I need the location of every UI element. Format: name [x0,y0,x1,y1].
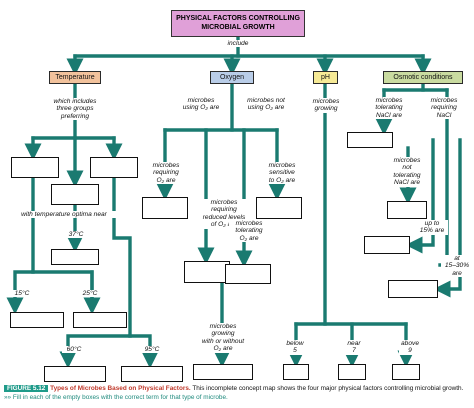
answer-box-tolerating-o2[interactable] [225,264,271,284]
answer-box-reduced-o2[interactable] [184,261,230,283]
temperature-header: Temperature [49,71,101,84]
figure-instruction: »» Fill in each of the empty boxes with … [4,393,228,401]
answer-box-temp-mid[interactable] [51,184,99,205]
answer-box-ph-near-7[interactable] [338,364,366,380]
answer-box-ph-above-9[interactable] [392,364,420,380]
figure-caption: FIGURE 5.12 Types of Microbes Based on P… [4,385,470,402]
arrow-to-15c [6,176,35,315]
osmotic-not-tolerating-label: microbes not tolerating NaCl are [385,157,429,187]
figure-number: FIGURE 5.12 [4,385,49,392]
answer-box-25c[interactable] [73,312,127,328]
ph-header: pH [313,71,338,84]
figure-title: Types of Microbes Based on Physical Fact… [50,385,191,392]
answer-box-not-tolerating-nacl[interactable] [387,201,427,219]
osmotic-up-to-15-label: up to 15% are [416,220,448,235]
temp-25-label: 25°C [78,290,102,298]
oxygen-with-without-label: microbes growing with or without O₂ are [193,323,253,353]
answer-box-60c[interactable] [44,366,106,382]
temp-95-label: 95°C [140,346,164,354]
osmotic-15-30-label: at 15–30% are [441,255,473,278]
answer-box-tolerating-nacl[interactable] [347,132,393,148]
osmotic-requiring-label: microbes requiring NaCl [424,97,464,120]
figure-text: This incomplete concept map shows the fo… [190,385,464,392]
temp-15-label: 15°C [10,290,34,298]
include-label: include [213,40,263,48]
title-box: PHYSICAL FACTORS CONTROLLING MICROBIAL G… [171,10,305,37]
arrow-nacl-up-to-15 [405,138,435,254]
answer-box-sensitive-o2[interactable] [256,197,302,219]
answer-box-temp-low[interactable] [11,157,59,178]
ph-growing-label: microbes growing [305,98,347,113]
temp-optima-label: with temperature optima near [2,211,126,219]
answer-box-95c[interactable] [121,366,183,382]
ph-below-label: below 5 [284,340,306,355]
answer-box-nacl-15-30[interactable] [388,280,438,298]
ph-near-label: near 7 [343,340,365,355]
oxygen-sensitive-label: microbes sensitive to O₂ are [262,162,302,185]
answer-box-15c[interactable] [10,312,64,328]
osmotic-conditions-header: Osmotic conditions [383,71,463,84]
arrow-to-60c [59,176,132,369]
oxygen-not-using-label: microbes not using O₂ are [240,97,292,112]
osmotic-tolerating-label: microbes tolerating NaCl are [367,97,411,120]
temp-37-label: 37°C [64,231,88,239]
answer-box-ph-below-5[interactable] [283,364,309,380]
answer-box-37c[interactable] [51,249,99,265]
oxygen-tolerating-label: microbes tolerating O₂ are [229,220,269,243]
oxygen-header: Oxygen [210,71,254,84]
arrow-nacl-15-30 [433,138,462,298]
oxygen-requiring-label: microbes requiring O₂ are [145,162,187,185]
answer-box-with-without-o2[interactable] [193,364,253,380]
answer-box-requiring-o2[interactable] [142,197,188,219]
answer-box-nacl-up-to-15[interactable] [364,236,410,254]
answer-box-temp-high[interactable] [90,157,138,178]
temp-60-label: 60°C [62,346,86,354]
ph-above-label: above 9 [399,340,421,355]
oxygen-using-label: microbes using O₂ are [176,97,226,112]
connector-to-25c [31,270,94,308]
temp-includes-label: which includes three groups preferring [44,98,106,121]
